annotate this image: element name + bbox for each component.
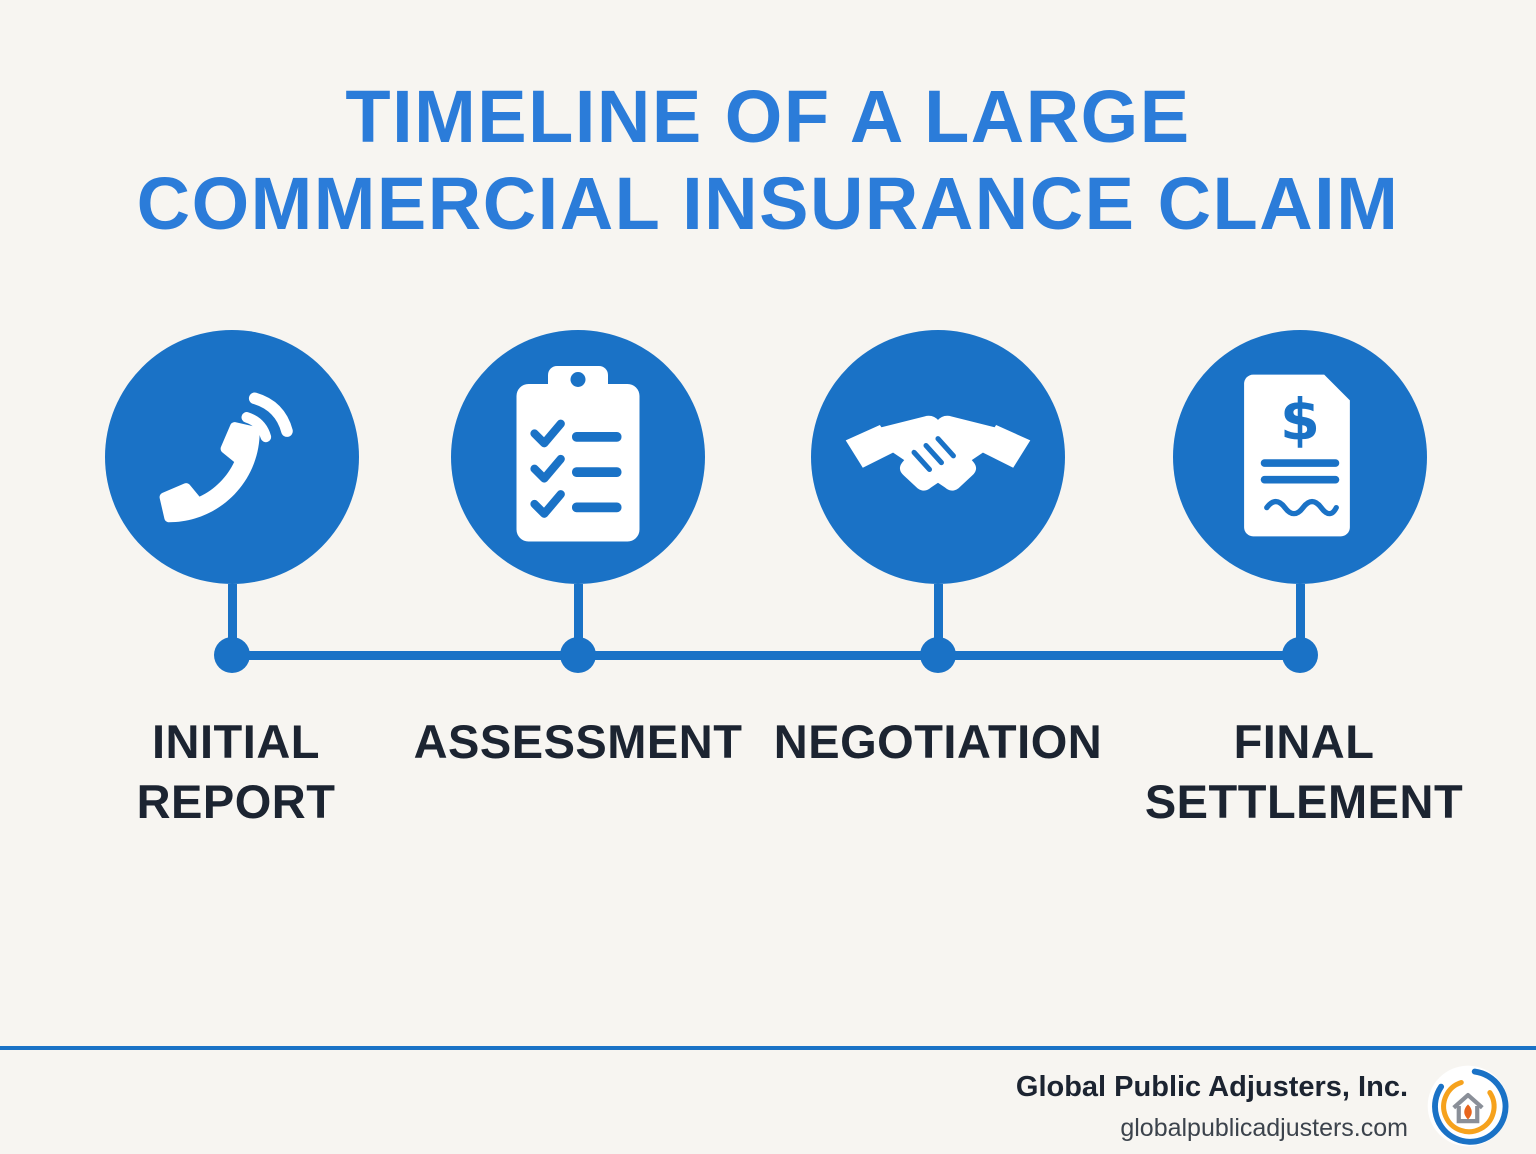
company-name: Global Public Adjusters, Inc.: [1015, 1070, 1408, 1103]
step-circle: $: [1173, 330, 1427, 584]
step-connector: [933, 584, 943, 644]
step-connector: [573, 584, 583, 644]
step-label-negotiation: NEGOTIATION: [773, 715, 1103, 768]
step-connector: [1295, 584, 1305, 644]
step-label-assessment: ASSESSMENT: [413, 715, 743, 768]
step-circle: [811, 330, 1065, 584]
website-url: globalpublicadjusters.com: [1120, 1114, 1408, 1143]
page-title: TIMELINE OF A LARGE COMMERCIAL INSURANCE…: [0, 74, 1536, 247]
step-circle: [105, 330, 359, 584]
clipboard-checklist-icon: [516, 365, 640, 541]
timeline-node-1: [214, 637, 250, 673]
svg-text:$: $: [1280, 387, 1320, 454]
footer-text: Global Public Adjusters, Inc. globalpubl…: [1016, 1069, 1408, 1144]
title-line-1: TIMELINE OF A LARGE: [345, 75, 1191, 158]
timeline-step-final-settlement: $: [1173, 330, 1427, 644]
company-logo: [1427, 1065, 1509, 1147]
step-label-initial-report: INITIAL REPORT: [136, 715, 336, 828]
dollar-document-icon: $: [1244, 374, 1350, 537]
phone-icon: [159, 392, 293, 523]
title-line-2: COMMERCIAL INSURANCE CLAIM: [136, 161, 1400, 245]
timeline-node-2: [560, 637, 596, 673]
step-circle: [451, 330, 705, 584]
handshake-icon: [845, 415, 1031, 491]
step-label-final-settlement: FINAL SETTLEMENT: [1144, 715, 1464, 828]
timeline-step-assessment: [451, 330, 705, 644]
timeline-step-negotiation: [811, 330, 1065, 644]
timeline-line: [228, 651, 1304, 660]
footer: Global Public Adjusters, Inc. globalpubl…: [1016, 1064, 1510, 1148]
footer-divider: [0, 1046, 1536, 1050]
timeline-node-3: [920, 637, 956, 673]
timeline-node-4: [1282, 637, 1318, 673]
timeline-step-initial-report: [105, 330, 359, 644]
step-connector: [227, 584, 237, 644]
